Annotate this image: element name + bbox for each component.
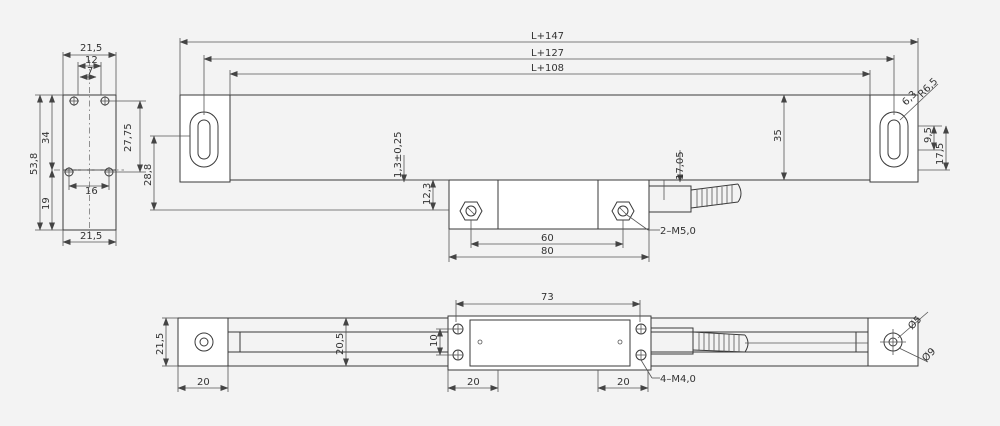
reader-head [448, 179, 650, 230]
dim-plan-20-mid: 20 [467, 377, 480, 388]
dim-plan-73: 73 [541, 292, 554, 303]
plan-left-block [177, 317, 229, 367]
dim-side-height-upper: 34 [41, 131, 52, 144]
dim-height-28-8: 28,8 [143, 164, 154, 186]
plan-reader-cover [469, 319, 631, 367]
side-view: 21,5 12 7 53,8 34 19 27,75 16 21,5 [29, 43, 146, 246]
cable [690, 183, 742, 209]
m5-screw-right [611, 201, 635, 221]
dim-side-width-top: 21,5 [80, 43, 102, 54]
callout-screw-m5: 2–M5,0 [660, 226, 696, 237]
side-hole-br [104, 167, 114, 177]
dim-dia-9: Ø9 [920, 346, 939, 365]
dim-height-12-3: 12,3 [422, 183, 433, 205]
plan-left-hole [194, 332, 214, 352]
plan-cable [692, 331, 868, 353]
dim-side-height-lower: 19 [41, 197, 52, 210]
dim-plan-10: 10 [429, 334, 440, 347]
callout-screw-m4: 4–M4,0 [660, 374, 696, 385]
dim-plan-20-5: 20,5 [335, 333, 346, 355]
dim-side-hole-spacing: 16 [85, 186, 98, 197]
plan-view: 73 21,5 20,5 10 20 20 20 4–M4,0 [155, 292, 938, 392]
side-hole-tl [69, 96, 79, 106]
dim-offset-1-3: 1,3±0,25 [393, 131, 404, 178]
front-view: L+147 L+127 L+108 35 28,8 1,3±0,25 12,3 … [143, 31, 950, 262]
dim-side-right: 27,75 [123, 123, 134, 152]
cable-gland [648, 185, 692, 213]
dim-reader-80: 80 [541, 246, 554, 257]
dim-slot-17-5: 17,5 [935, 143, 946, 165]
plan-right-hole [880, 329, 906, 355]
side-hole-tr [100, 96, 110, 106]
dim-plan-20-right: 20 [617, 377, 630, 388]
dim-reader-60: 60 [541, 233, 554, 244]
left-slot-inner [197, 119, 211, 160]
m5-screw-left [459, 201, 483, 221]
dim-side-width-small: 7 [87, 66, 93, 77]
m4-screws [452, 323, 647, 361]
dim-plan-21-5: 21,5 [155, 333, 166, 355]
dim-side-width-inner: 12 [85, 55, 98, 66]
dim-length-147: L+147 [531, 31, 564, 42]
dim-height-35: 35 [773, 129, 784, 142]
dim-length-127: L+127 [531, 48, 564, 59]
dim-height-17-05: 17,05 [675, 151, 686, 180]
dim-plan-20-left: 20 [197, 377, 210, 388]
dim-slot-9-5: 9,5 [923, 127, 934, 143]
right-slot-inner [887, 119, 901, 160]
left-end-block [179, 94, 231, 183]
dim-side-width-bottom: 21,5 [80, 231, 102, 242]
side-hole-bl [64, 167, 74, 177]
side-view-body [62, 94, 117, 231]
dim-length-108: L+108 [531, 63, 564, 74]
dim-side-height-total: 53,8 [29, 153, 40, 175]
dim-radius-6-5: R6,5 [916, 76, 940, 100]
